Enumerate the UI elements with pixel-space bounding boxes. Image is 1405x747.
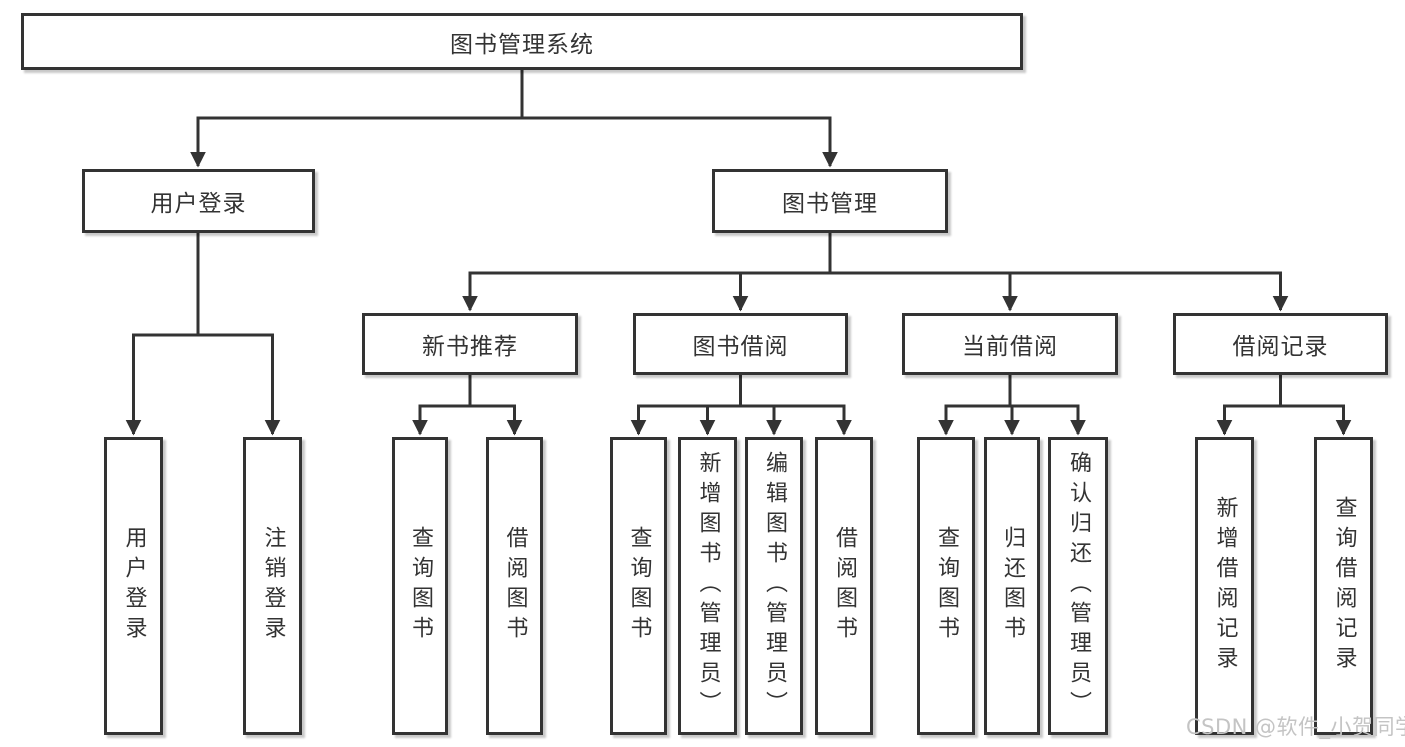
- connector-current-borrow-children: [938, 373, 1086, 436]
- node-label: 查询图书: [408, 526, 433, 646]
- node-label: 注销登录: [260, 526, 286, 646]
- node-box-book-borrow: 图书借阅: [633, 313, 848, 375]
- node-label: 查询图书: [626, 526, 652, 646]
- leaf-box-borrow-book: 借阅图书: [815, 437, 873, 735]
- leaf-box-add-book-admin: 新增图书（管理员）: [678, 437, 737, 735]
- connector-borrow-records-children: [1216, 373, 1352, 436]
- node-label: 归还图书: [1000, 526, 1025, 646]
- node-box-borrow-records: 借阅记录: [1173, 313, 1388, 375]
- node-label: 查询图书: [934, 526, 959, 646]
- connector-root-to-level2: [190, 68, 838, 168]
- node-label: 借阅记录: [1232, 334, 1329, 360]
- node-label: 图书管理系统: [450, 31, 594, 58]
- leaf-box-confirm-return-admin: 确认归还（管理员）: [1048, 437, 1108, 735]
- leaf-box-edit-book-admin: 编辑图书（管理员）: [745, 437, 803, 735]
- csdn-watermark: CSDN @软件_小贺同学: [1186, 715, 1405, 739]
- node-label: 新书推荐: [422, 334, 518, 360]
- leaf-box-query-borrow-record: 查询借阅记录: [1314, 437, 1373, 735]
- connector-new-book-rec-children: [412, 373, 523, 436]
- node-label: 借阅图书: [832, 526, 857, 646]
- leaf-box-query-book-current: 查询图书: [917, 437, 975, 735]
- node-label: 用户登录: [150, 191, 247, 217]
- leaf-box-user-login: 用户登录: [104, 437, 163, 735]
- node-label: 确认归还（管理员）: [1066, 451, 1091, 721]
- leaf-box-borrow-book-recommend: 借阅图书: [486, 437, 543, 735]
- node-label: 图书借阅: [692, 334, 789, 360]
- leaf-box-query-book-recommend: 查询图书: [392, 437, 448, 735]
- connector-book-mgmt-children: [462, 231, 1289, 312]
- leaf-box-logout: 注销登录: [243, 437, 302, 735]
- node-label: 新增借阅记录: [1212, 496, 1238, 676]
- leaf-box-return-book: 归还图书: [984, 437, 1040, 735]
- node-label: 新增图书（管理员）: [695, 451, 721, 721]
- node-label: 当前借阅: [962, 334, 1058, 360]
- connector-book-borrow-children: [630, 373, 852, 436]
- node-label: 用户登录: [121, 526, 147, 646]
- node-label: 编辑图书（管理员）: [762, 451, 787, 721]
- node-box-book-management: 图书管理: [712, 169, 948, 233]
- node-label: 查询借阅记录: [1331, 496, 1357, 676]
- leaf-box-add-borrow-record: 新增借阅记录: [1195, 437, 1254, 735]
- node-label: 借阅图书: [502, 526, 528, 646]
- node-box-system-root: 图书管理系统: [21, 13, 1023, 70]
- node-label: 图书管理: [782, 191, 878, 217]
- node-box-current-borrow: 当前借阅: [902, 313, 1118, 375]
- connector-user-login-children: [125, 231, 281, 436]
- node-box-user-login: 用户登录: [82, 169, 315, 233]
- leaf-box-query-book-borrow: 查询图书: [610, 437, 667, 735]
- node-box-new-book-recommend: 新书推荐: [362, 313, 578, 375]
